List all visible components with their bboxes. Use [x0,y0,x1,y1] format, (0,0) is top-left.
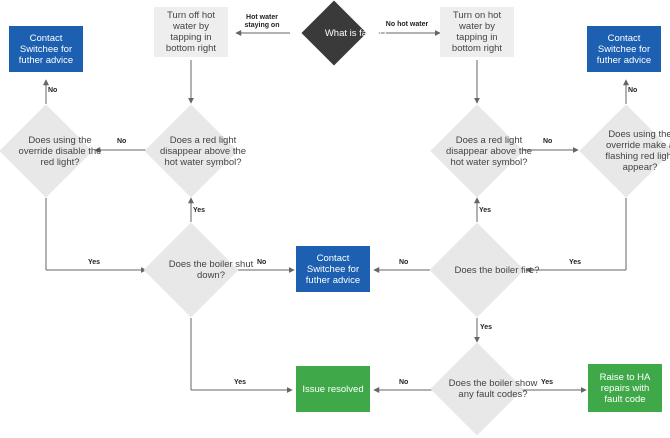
label-yes: Yes [479,207,492,214]
label-no: No [117,138,127,145]
label-no: No [399,259,409,266]
decision-boiler-shut-down: Does the boiler shut down? [143,222,253,318]
decision-override-flashing-red-light: Does using the override make a flashing … [579,104,670,198]
terminal-contact-switchee-right: Contact Switchee for futher advice [587,26,661,72]
label-yes: Yes [234,379,247,386]
terminal-contact-switchee-center: Contact Switchee for futher advice [296,246,370,292]
decision-text: Does the boiler fire? [454,264,540,276]
process-turn-off-hot-water: Turn off hot water by tapping in bottom … [154,7,228,57]
decision-text: Does the boiler show any fault codes? [448,378,538,400]
terminal-contact-switchee-left: Contact Switchee for futher advice [9,26,83,72]
process-turn-on-hot-water: Turn on hot water by tapping in bottom r… [440,7,514,57]
label-yes: Yes [480,324,493,331]
decision-red-light-disappear-right: Does a red light disappear above the hot… [430,104,532,198]
label-hot-water-staying-on: Hot water staying on [244,14,280,29]
decision-text: Does a red light disappear above the hot… [445,134,533,168]
label-yes: Yes [88,259,101,266]
decision-what-is-faulty: What is faulty? [290,0,387,66]
label-yes: Yes [541,379,554,386]
label-no-hot-water: No hot water [385,21,429,28]
terminal-issue-resolved: Issue resolved [296,366,370,412]
decision-boiler-fire: Does the boiler fire? [429,222,540,318]
label-yes: Yes [569,259,582,266]
label-no: No [257,259,267,266]
label-yes: Yes [193,207,206,214]
decision-text: What is faulty? [324,27,388,39]
decision-text: Does a red light disappear above the hot… [159,134,247,168]
decision-fault-codes: Does the boiler show any fault codes? [430,342,537,436]
decision-red-light-disappear-left: Does a red light disappear above the hot… [144,104,246,198]
label-no: No [628,87,638,94]
decision-override-disable-red-light: Does using the override disable the red … [0,104,101,198]
label-no: No [399,379,409,386]
label-no: No [48,87,58,94]
decision-text: Does the boiler shut down? [168,259,254,281]
decision-text: Does using the override make a flashing … [605,129,670,173]
label-no: No [543,138,553,145]
terminal-raise-to-ha: Raise to HA repairs with fault code [588,364,662,412]
decision-text: Does using the override disable the red … [18,134,102,168]
